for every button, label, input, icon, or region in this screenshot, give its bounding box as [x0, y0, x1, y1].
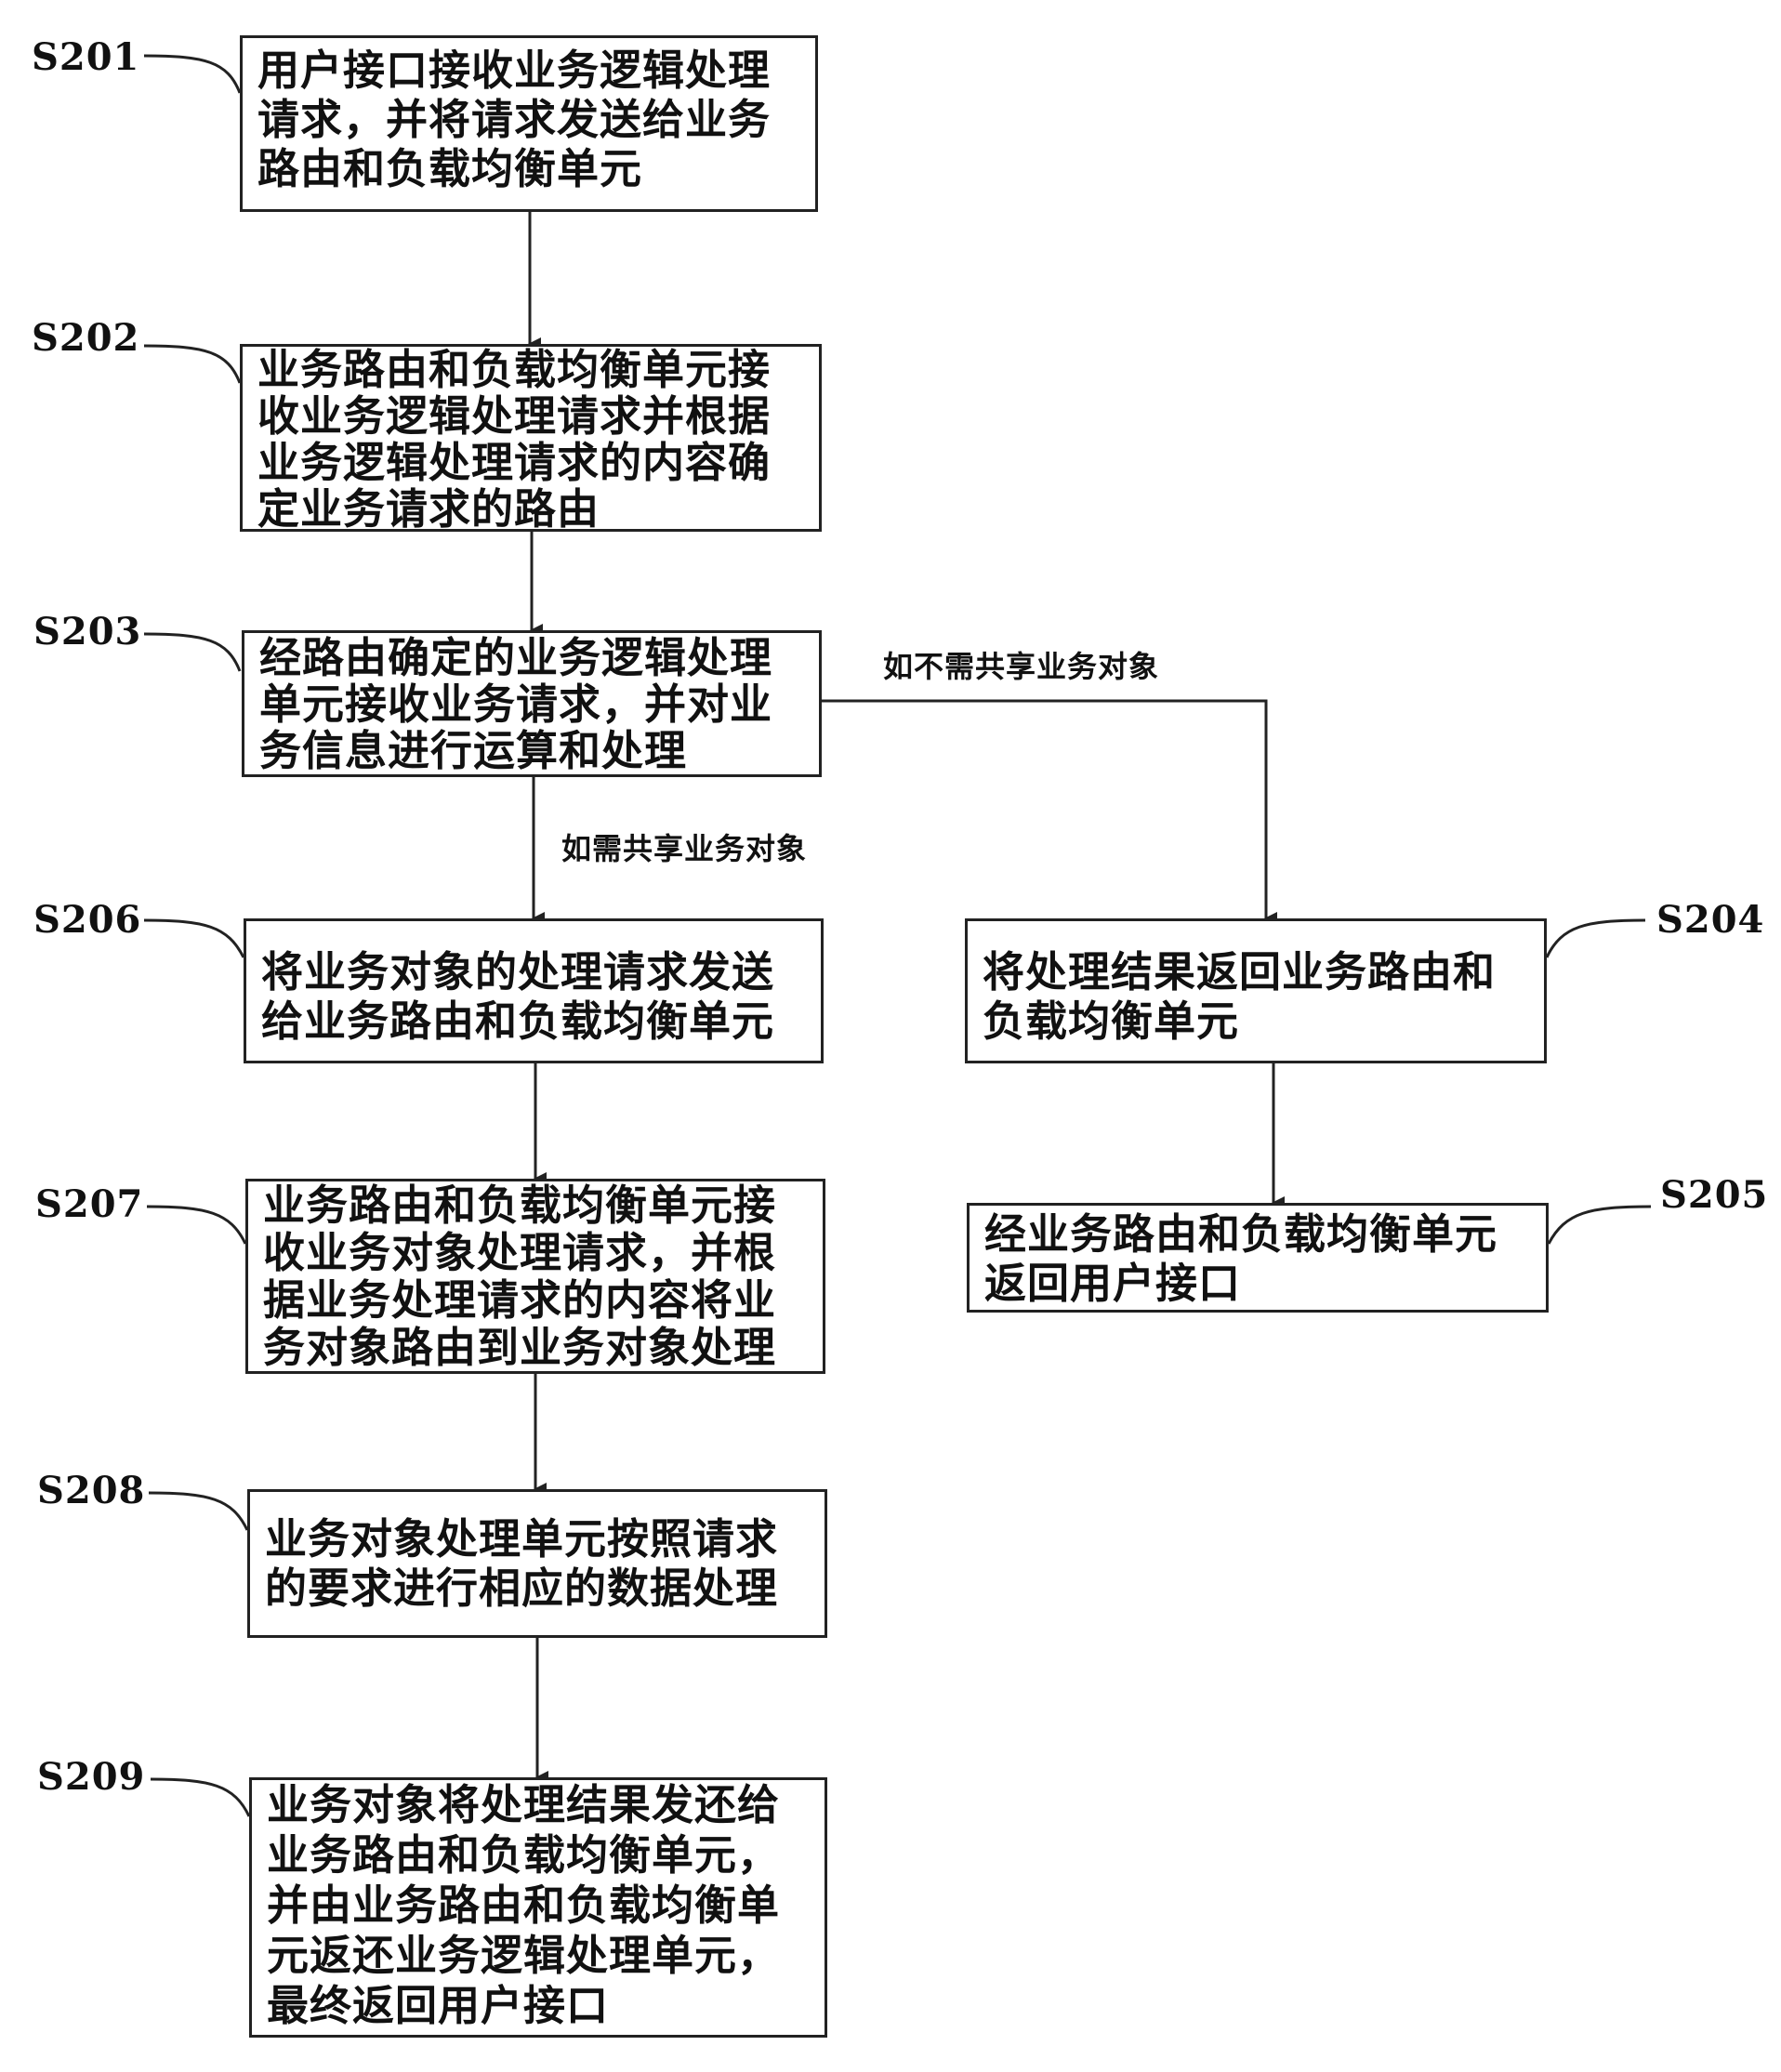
process-box-s202: 业务路由和负载均衡单元接收业务逻辑处理请求并根据业务逻辑处理请求的内容确定业务请… [240, 344, 822, 532]
arrow-s203-s204 [822, 699, 1277, 925]
leader-s201 [143, 54, 242, 94]
process-box-s207: 业务路由和负载均衡单元接收业务对象处理请求，并根据业务处理请求的内容将业务对象路… [245, 1179, 825, 1374]
leader-s205 [1547, 1205, 1652, 1245]
step-label-s204: S204 [1656, 898, 1765, 942]
step-label-s205: S205 [1660, 1173, 1769, 1217]
process-box-s203: 经路由确定的业务逻辑处理单元接收业务请求，并对业务信息进行运算和处理 [242, 630, 822, 777]
condition-shared: 如需共享业务对象 [561, 831, 808, 866]
process-box-s205: 经业务路由和负载均衡单元返回用户接口 [967, 1203, 1549, 1313]
step-label-s206: S206 [33, 898, 142, 942]
step-label-s209: S209 [37, 1755, 146, 1799]
process-box-s206: 将业务对象的处理请求发送给业务路由和负载均衡单元 [244, 918, 824, 1063]
step-label-s202: S202 [32, 316, 140, 360]
leader-s209 [150, 1777, 251, 1817]
process-box-s209: 业务对象将处理结果发还给业务路由和负载均衡单元，并由业务路由和负载均衡单元返还业… [249, 1777, 827, 2038]
leader-s203 [143, 632, 242, 672]
step-label-s201: S201 [32, 35, 140, 79]
leader-s207 [146, 1205, 247, 1245]
process-box-s201: 用户接口接收业务逻辑处理请求，并将请求发送给业务路由和负载均衡单元 [240, 35, 818, 212]
leader-s208 [148, 1491, 249, 1531]
process-box-s208: 业务对象处理单元按照请求的要求进行相应的数据处理 [247, 1489, 827, 1638]
condition-not-shared: 如不需共享业务对象 [883, 649, 1160, 684]
leader-s206 [143, 918, 245, 958]
step-label-s207: S207 [35, 1182, 144, 1226]
step-label-s203: S203 [33, 610, 142, 653]
step-label-s208: S208 [37, 1469, 146, 1512]
leader-s202 [143, 344, 242, 384]
leader-s204 [1545, 918, 1646, 958]
process-box-s204: 将处理结果返回业务路由和负载均衡单元 [965, 918, 1547, 1063]
